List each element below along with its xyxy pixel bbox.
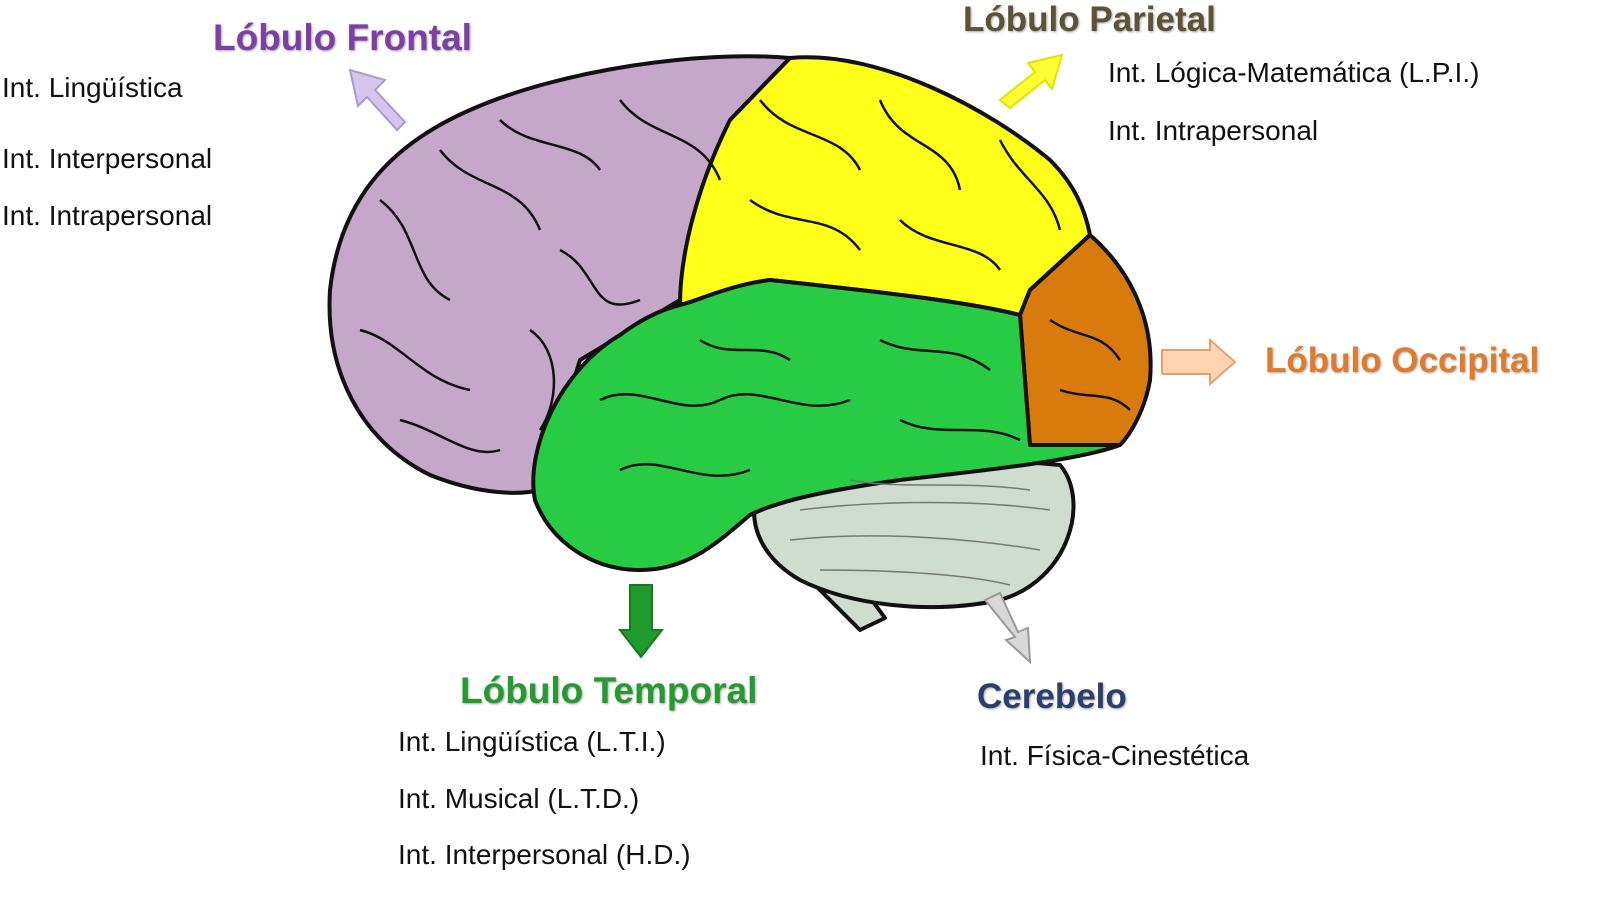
frontal-lobe-title: Lóbulo Frontal (213, 17, 472, 58)
parietal-arrow-icon (998, 53, 1064, 110)
parietal-lobe-title: Lóbulo Parietal (963, 0, 1216, 39)
frontal-item: Int. Interpersonal (2, 143, 213, 174)
temporal-arrow-icon (617, 584, 665, 659)
cerebelo-arrow-icon (983, 591, 1032, 665)
parietal-item: Int. Lógica-Matemática (L.P.I.) (1108, 57, 1480, 88)
temporal-item: Int. Interpersonal (H.D.) (398, 839, 691, 870)
temporal-item: Int. Lingüística (L.T.I.) (398, 726, 666, 757)
temporal-lobe-region (531, 278, 1122, 572)
frontal-item: Int. Lingüística (2, 72, 183, 103)
cerebelo-title: Cerebelo (977, 677, 1127, 716)
temporal-item: Int. Musical (L.T.D.) (398, 783, 640, 814)
frontal-arrow-icon (348, 68, 407, 132)
temporal-lobe-title: Lóbulo Temporal (460, 670, 758, 711)
frontal-item: Int. Intrapersonal (2, 200, 213, 231)
frontal-lobe-region (327, 54, 792, 495)
occipital-lobe-title: Lóbulo Occipital (1265, 341, 1540, 380)
brain-gyri (359, 99, 1131, 586)
occipital-arrow-icon (1161, 337, 1237, 387)
parietal-item: Int. Intrapersonal (1108, 115, 1319, 146)
cerebelo-item: Int. Física-Cinestética (980, 740, 1250, 771)
